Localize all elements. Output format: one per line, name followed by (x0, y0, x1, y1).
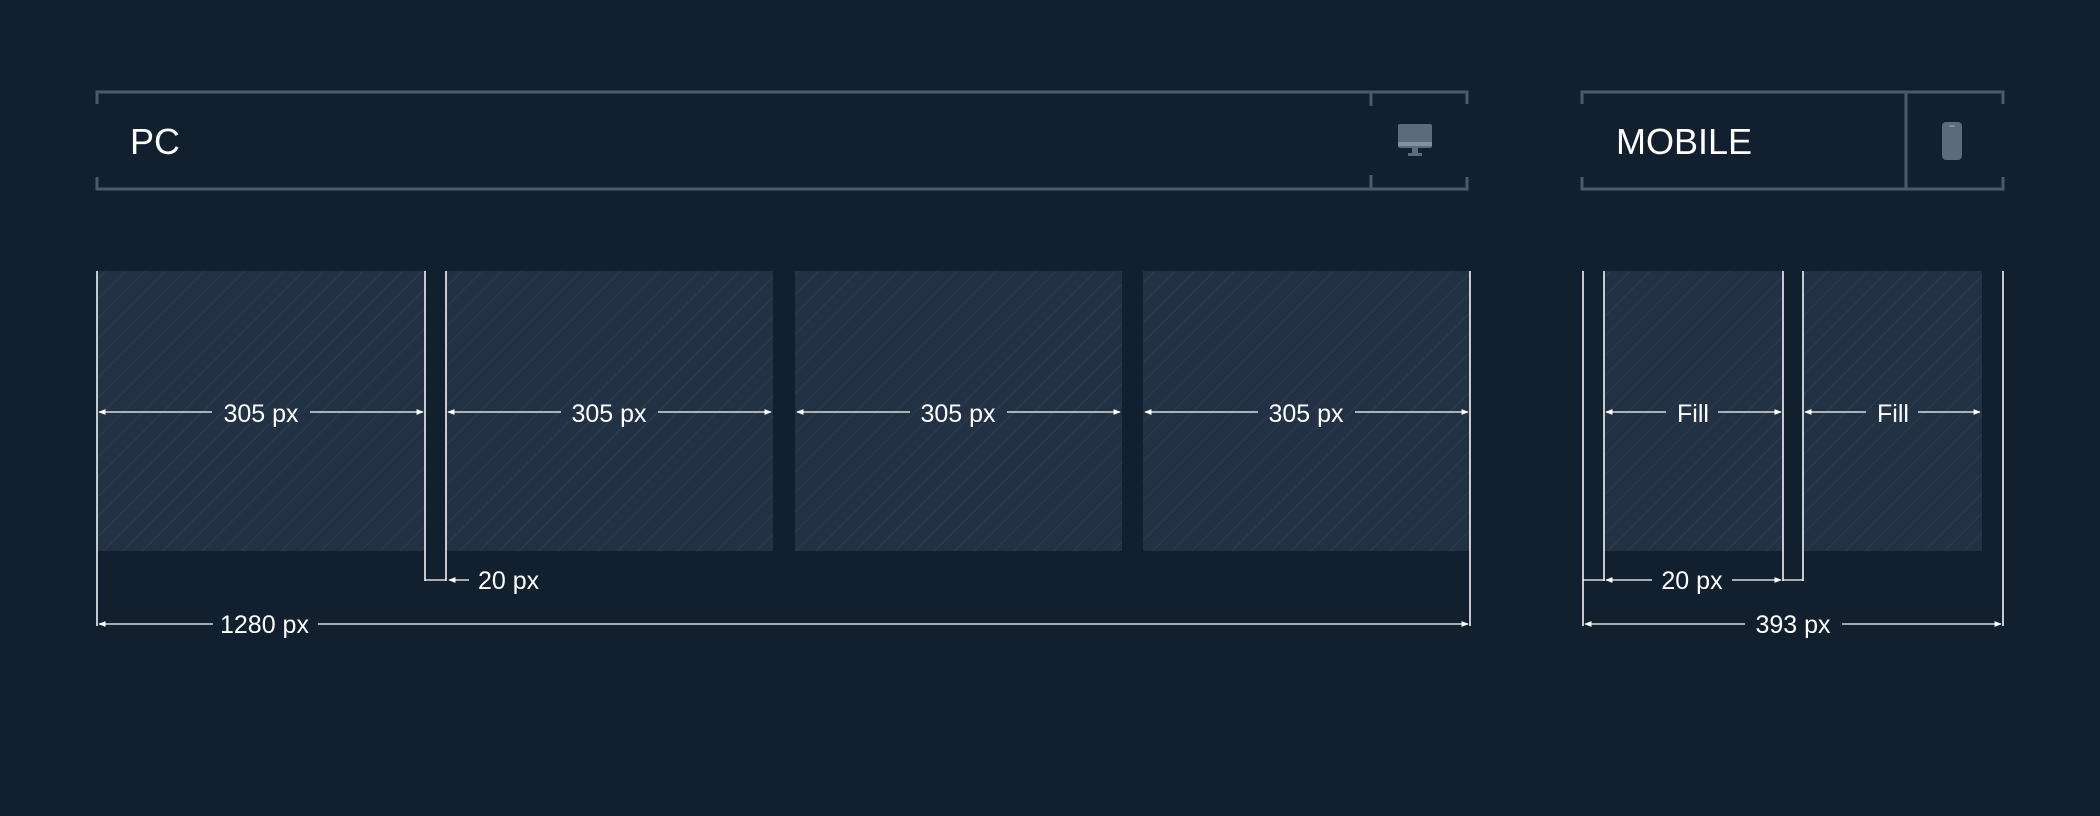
svg-text:Fill: Fill (1877, 400, 1909, 428)
svg-text:20 px: 20 px (1661, 567, 1723, 595)
mobile-gap-measure: 20 px (1583, 567, 1803, 595)
mobile-header: MOBILE (1580, 90, 2005, 191)
svg-text:1280 px: 1280 px (220, 611, 309, 639)
pc-column-measure: 305 px (1144, 400, 1469, 428)
pc-gap-measure: 20 px (425, 567, 540, 595)
pc-column (795, 271, 1122, 551)
pc-column-measure: 305 px (447, 400, 772, 428)
mobile-column (1604, 271, 1783, 551)
mobile-total-measure: 393 px (1584, 611, 2002, 639)
svg-text:305 px: 305 px (223, 400, 299, 428)
pc-column (1143, 271, 1470, 551)
mobile-column (1803, 271, 1982, 551)
pc-title: PC (130, 121, 180, 162)
svg-text:393 px: 393 px (1755, 611, 1831, 639)
pc-column-measure: 305 px (98, 400, 424, 428)
pc-header: PC (95, 90, 1469, 191)
pc-column (446, 271, 773, 551)
mobile-title: MOBILE (1616, 121, 1752, 162)
mobile-grid: Fill Fill 20 px 393 px (1582, 271, 2004, 639)
svg-text:20 px: 20 px (478, 567, 540, 595)
mobile-column-measure: Fill (1605, 400, 1782, 428)
svg-text:305 px: 305 px (920, 400, 996, 428)
pc-column (97, 271, 425, 551)
svg-text:Fill: Fill (1677, 400, 1709, 428)
mobile-column-measure: Fill (1804, 400, 1981, 428)
svg-text:305 px: 305 px (1268, 400, 1344, 428)
smartphone-icon (1942, 122, 1962, 160)
pc-column-measure: 305 px (796, 400, 1121, 428)
pc-total-measure: 1280 px (98, 611, 1469, 639)
desktop-monitor-icon (1398, 124, 1432, 156)
svg-text:305 px: 305 px (571, 400, 647, 428)
pc-grid: 305 px 305 px 305 px 305 px 20 px 1280 (96, 271, 1471, 639)
